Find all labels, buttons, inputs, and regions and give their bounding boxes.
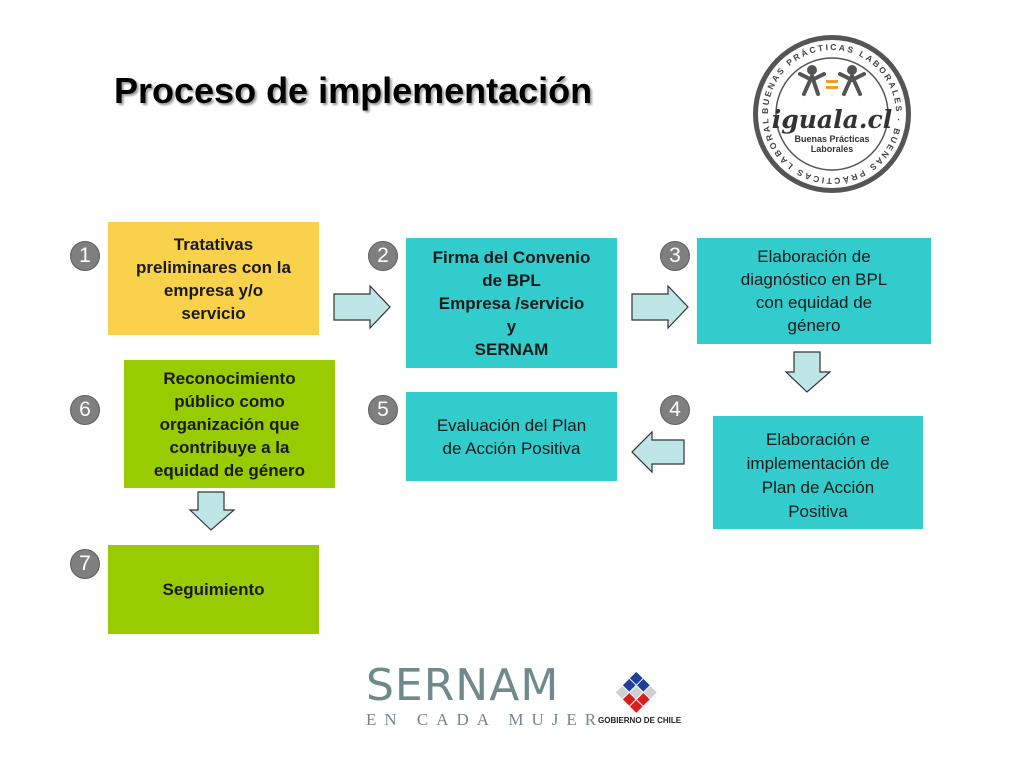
step-5-box: Evaluación del Plan de Acción Positiva bbox=[406, 392, 617, 481]
step-3-box: Elaboración de diagnóstico en BPL con eq… bbox=[697, 238, 931, 344]
arrow-right-icon bbox=[333, 284, 391, 330]
step-1-badge: 1 bbox=[70, 241, 100, 271]
arrow-down-icon bbox=[784, 351, 832, 393]
logo-subtitle: Buenas Prácticas Laborales bbox=[794, 133, 870, 154]
logo-brand: iguala.cl bbox=[771, 104, 893, 134]
step-2-badge: 2 bbox=[368, 241, 398, 271]
iguala-seal-icon: BUENAS PRÁCTICAS LABORALES · BUENAS PRÁC… bbox=[746, 24, 911, 193]
figures-icon bbox=[798, 65, 866, 96]
step-7-badge: 7 bbox=[70, 549, 100, 579]
arrow-right-icon bbox=[631, 284, 689, 330]
step-4-box: Elaboración e implementación de Plan de … bbox=[713, 416, 923, 529]
step-6-text: Reconocimiento público como organización… bbox=[153, 368, 306, 480]
step-4-badge: 4 bbox=[660, 395, 690, 425]
iguala-logo: BUENAS PRÁCTICAS LABORALES · BUENAS PRÁC… bbox=[746, 24, 914, 196]
slide-title: Proceso de implementación bbox=[114, 70, 593, 111]
step-4-text: Elaboración e implementación de Plan de … bbox=[746, 429, 890, 521]
arrow-down-icon bbox=[188, 491, 236, 531]
gobierno-label: GOBIERNO DE CHILE bbox=[598, 716, 682, 725]
sernam-logo: SERNAM EN CADA MUJER bbox=[366, 664, 604, 730]
logo-text-block: iguala.cl Buenas Prácticas Laborales bbox=[750, 32, 914, 196]
step-5-badge: 5 bbox=[368, 395, 398, 425]
step-7-box: Seguimiento bbox=[108, 545, 319, 634]
step-7-text: Seguimiento bbox=[162, 580, 265, 599]
step-5-text: Evaluación del Plan de Acción Positiva bbox=[436, 415, 587, 458]
step-6-box: Reconocimiento público como organización… bbox=[124, 360, 335, 488]
step-3-text: Elaboración de diagnóstico en BPL con eq… bbox=[740, 247, 888, 335]
step-1-box: Tratativas preliminares con la empresa y… bbox=[108, 222, 319, 335]
step-2-box: Firma del Convenio de BPL Empresa /servi… bbox=[406, 238, 617, 368]
step-1-text: Tratativas preliminares con la empresa y… bbox=[136, 234, 291, 323]
step-3-badge: 3 bbox=[660, 241, 690, 271]
sernam-wordmark: SERNAM bbox=[366, 660, 560, 711]
arrow-left-icon bbox=[631, 430, 685, 474]
step-2-text: Firma del Convenio de BPL Empresa /servi… bbox=[432, 247, 591, 359]
step-6-badge: 6 bbox=[70, 395, 100, 425]
gobierno-chile-icon bbox=[615, 671, 657, 713]
sernam-tagline: EN CADA MUJER bbox=[366, 710, 605, 729]
